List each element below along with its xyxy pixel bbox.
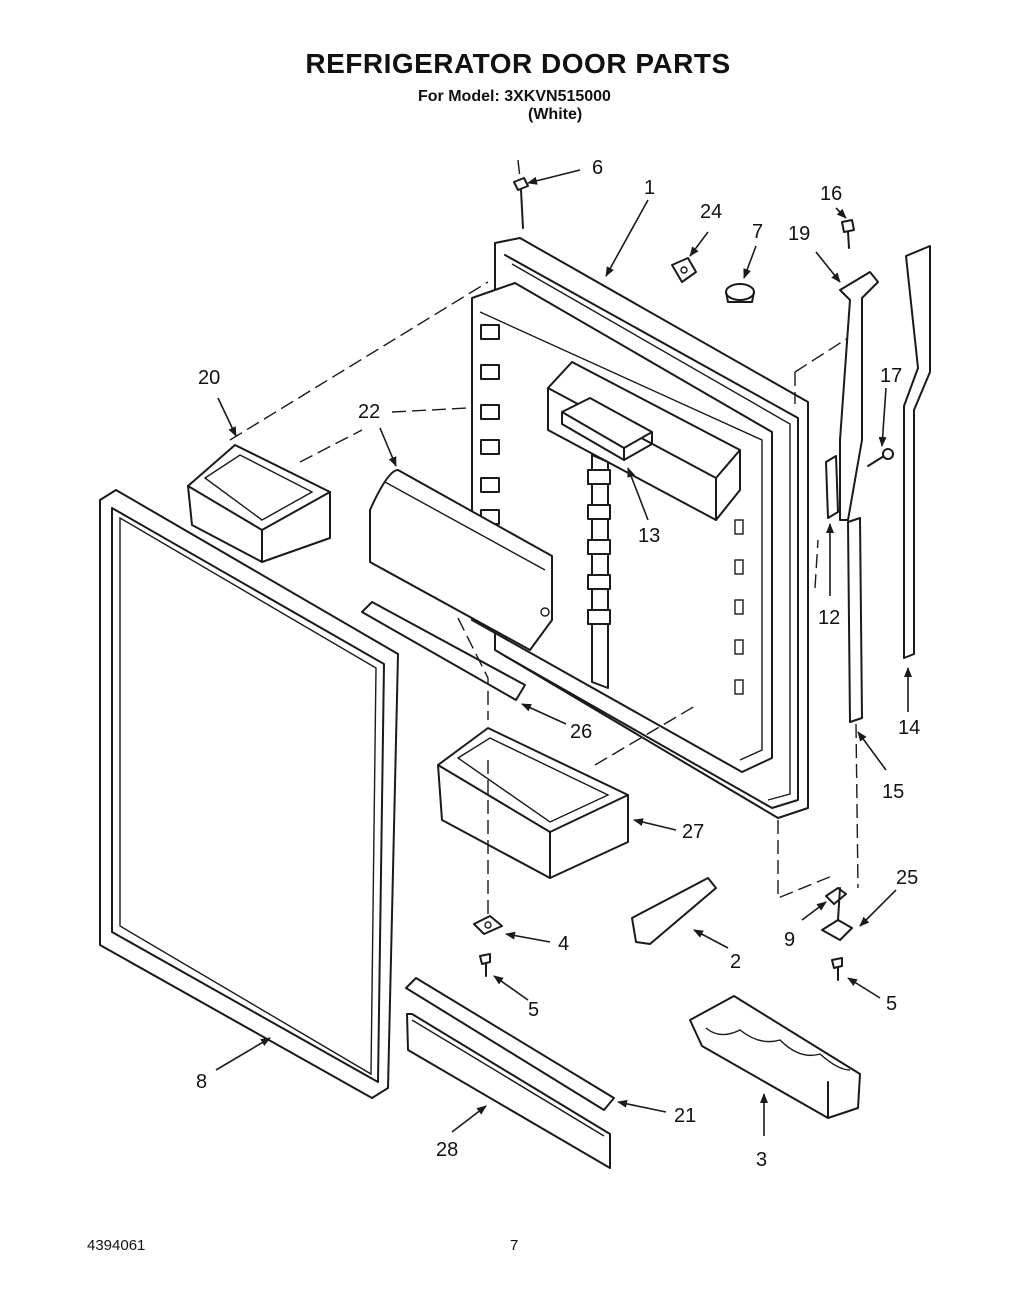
callout-8: 8 (196, 1071, 207, 1093)
callout-26: 26 (570, 721, 592, 743)
hinge-19 (839, 271, 879, 521)
callout-25: 25 (896, 867, 918, 889)
dairy-door (369, 469, 553, 651)
door-bin-27 (437, 727, 629, 879)
callout-3: 3 (756, 1149, 767, 1171)
callout-9: 9 (784, 929, 795, 951)
callout-17: 17 (880, 365, 902, 387)
color-line: (White) (528, 106, 583, 123)
bottle-rack-3 (689, 995, 861, 1119)
callout-27: 27 (682, 821, 704, 843)
door-bin-20 (187, 444, 331, 563)
trim-28 (406, 1013, 611, 1169)
part-13-tray (561, 397, 653, 461)
part-2 (631, 877, 717, 945)
part-4 (473, 915, 503, 935)
callout-6: 6 (592, 157, 603, 179)
callout-15: 15 (882, 781, 904, 803)
part-17-screw (867, 448, 894, 467)
document-number: 4394061 (87, 1237, 146, 1254)
part-12-shim (825, 455, 839, 519)
hinge-25 (821, 887, 853, 941)
callout-20: 20 (198, 367, 220, 389)
callout-24: 24 (700, 201, 722, 223)
callout-14: 14 (898, 717, 920, 739)
part-24 (671, 257, 697, 283)
screw-5-left (479, 953, 491, 977)
door-liner (471, 237, 809, 819)
callout-19: 19 (788, 223, 810, 245)
callout-28: 28 (436, 1139, 458, 1161)
screw-5-right (831, 957, 843, 981)
callout-5-right: 5 (886, 993, 897, 1015)
callout-4: 4 (558, 933, 569, 955)
callout-1: 1 (644, 177, 655, 199)
bar-26 (361, 601, 526, 701)
page-number: 7 (510, 1237, 519, 1254)
model-line: For Model: 3XKVN515000 (418, 88, 611, 105)
callout-16: 16 (820, 183, 842, 205)
screw-6 (513, 177, 529, 229)
bar-21 (405, 977, 615, 1111)
trim-14 (903, 245, 931, 659)
page-title: REFRIGERATOR DOOR PARTS (305, 48, 731, 79)
callout-5-left: 5 (528, 999, 539, 1021)
screw-16 (841, 219, 855, 249)
callout-12: 12 (818, 607, 840, 629)
plug-7 (725, 283, 755, 303)
callout-22: 22 (358, 401, 380, 423)
hinge-cover-15 (847, 517, 863, 723)
part-9 (825, 887, 847, 905)
callout-7: 7 (752, 221, 763, 243)
callout-2: 2 (730, 951, 741, 973)
callout-21: 21 (674, 1105, 696, 1127)
callout-13: 13 (638, 525, 660, 547)
door-gasket (99, 489, 399, 1099)
